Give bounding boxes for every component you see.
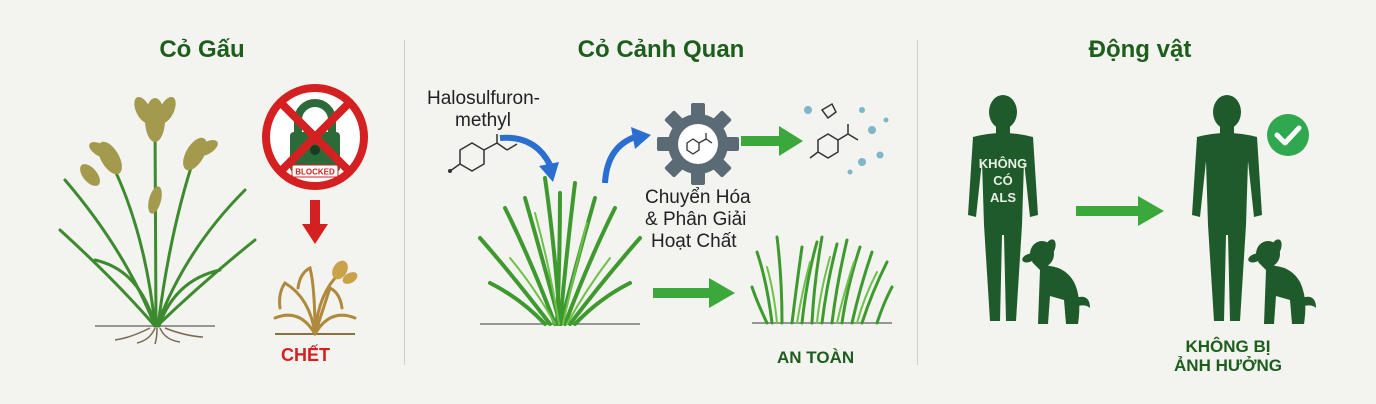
body-line3: ALS <box>990 190 1016 205</box>
chemical-name-line2: methyl <box>455 110 511 131</box>
arrow-right-icon-animal <box>1076 196 1164 226</box>
turf-title: Cỏ Cảnh Quan <box>577 36 745 63</box>
degraded-molecule-icon <box>804 102 889 175</box>
dog-icon-left <box>1022 239 1090 324</box>
down-arrow-icon <box>302 200 328 244</box>
arrow-right-icon-bottom <box>653 278 735 308</box>
body-text: KHÔNG CÓ ALS <box>970 155 1036 206</box>
process-line2: & Phân Giải <box>645 209 747 230</box>
turf-result-label: AN TOÀN <box>777 348 855 367</box>
animal-result-line2: ẢNH HƯỞNG <box>1174 356 1282 375</box>
chemical-name-line1: Halosulfuron- <box>427 88 540 109</box>
animal-result-label: KHÔNG BỊ ẢNH HƯỞNG <box>1173 337 1283 375</box>
divider-right <box>917 40 918 365</box>
process-line3: Hoạt Chất <box>651 231 737 252</box>
weed-panel: Cỏ Gấu <box>0 0 404 404</box>
turf-panel: Cỏ Cảnh Quan Halosulfuron- methyl <box>405 0 917 404</box>
turf-grass-healthy <box>750 235 894 325</box>
no-entry-lock-icon: BLOCKED <box>262 84 368 190</box>
blue-arrow-down-icon <box>499 134 559 182</box>
person-icon-right <box>1192 95 1262 321</box>
turf-grass-large <box>478 176 642 326</box>
body-line2: CÓ <box>993 173 1013 188</box>
check-circle-icon <box>1267 114 1309 156</box>
sedge-plant-illustration <box>58 96 257 345</box>
dead-plant-illustration <box>273 260 358 336</box>
blocked-label: BLOCKED <box>295 168 335 177</box>
arrow-right-icon <box>741 126 803 156</box>
blue-arrow-up-icon <box>602 127 651 184</box>
person-icon-left <box>968 95 1038 321</box>
chemical-name: Halosulfuron- methyl <box>427 88 540 132</box>
weed-result-label: CHẾT <box>281 345 330 365</box>
divider-left <box>404 40 405 365</box>
gear-icon <box>657 103 739 185</box>
animal-panel: Động vật KHÔNG CÓ ALS <box>918 0 1376 404</box>
animal-title: Động vật <box>1088 36 1192 63</box>
molecule-icon <box>448 134 518 173</box>
process-label: Chuyển Hóa & Phân Giải Hoạt Chất <box>645 187 751 253</box>
weed-title: Cỏ Gấu <box>159 36 245 63</box>
animal-result-line1: KHÔNG BỊ <box>1185 337 1271 356</box>
process-line1: Chuyển Hóa <box>645 187 751 208</box>
dog-icon-right <box>1248 239 1316 324</box>
body-line1: KHÔNG <box>978 156 1028 171</box>
